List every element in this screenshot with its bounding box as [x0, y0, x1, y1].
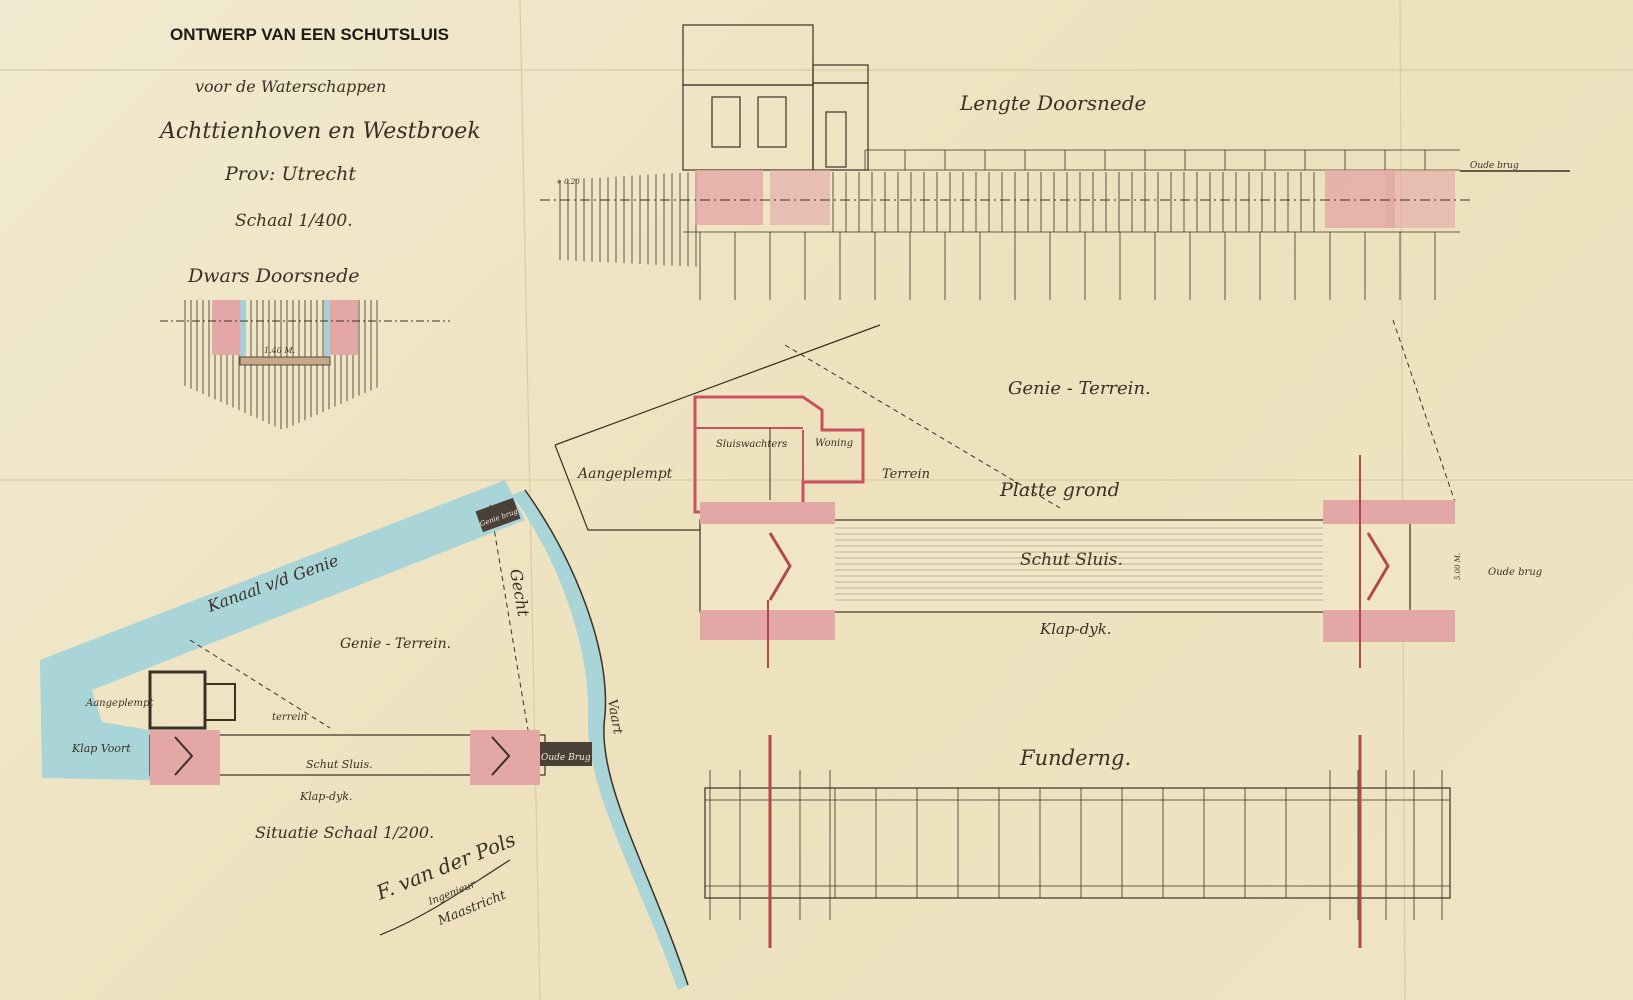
- situation-scale: Situatie Schaal 1/200.: [255, 823, 434, 842]
- subtitle-line2: Achttienhoven en Westbroek: [158, 119, 481, 144]
- left-wall: [212, 300, 240, 355]
- plan-lock-label: Schut Sluis.: [1020, 550, 1123, 570]
- right-post: [324, 300, 330, 360]
- title-block: ONTWERP VAN EEN SCHUTSLUIS voor de Water…: [158, 25, 481, 231]
- situation-old-bridge-label: Oude Brug: [541, 753, 591, 763]
- genie-canal: [40, 480, 525, 780]
- signature-flourish: [379, 859, 511, 936]
- upper-head-top: [700, 502, 835, 524]
- subtitle-line1: voor de Waterschappen: [195, 77, 386, 96]
- situation-house: [148, 670, 236, 730]
- foundation-outline: [704, 787, 1451, 899]
- situation-upper-gate: [174, 736, 194, 776]
- cross-width-label: 1.40 M.: [264, 346, 295, 355]
- longitudinal-section: Lengte Doorsnede + 0.20 Oude brug: [540, 24, 1570, 300]
- keeper-house-label-a: Sluiswachters: [716, 439, 787, 450]
- lower-mitre-gate: [1366, 532, 1390, 601]
- situation-plan: Kanaal v/d Genie Genie - Terrein. Aangep…: [40, 480, 689, 990]
- plan-dyke-label: Klap-dyk.: [1039, 620, 1112, 638]
- terrain-boundary-top: [554, 324, 881, 446]
- situation-upper-head: [150, 730, 220, 785]
- upper-head-masonry-2: [770, 170, 830, 225]
- situation-annexed: Aangeplempt: [85, 698, 154, 709]
- foundation-label: Funderng.: [1019, 746, 1131, 770]
- situation-stream: Gecht: [506, 567, 533, 618]
- situation-dyke-label: Klap-dyk.: [299, 790, 352, 803]
- plan-gate-width: 5.00 M.: [1454, 553, 1462, 580]
- situation-lower-head: [470, 730, 540, 785]
- situation-lock-label: Schut Sluis.: [306, 758, 373, 771]
- province: Prov: Utrecht: [224, 163, 356, 185]
- keeper-house-label-b: Woning: [815, 438, 853, 449]
- plan-view: Genie - Terrein. Aangeplempt Terrein Pla…: [554, 319, 1542, 668]
- cross-section-label: Dwars Doorsnede: [187, 265, 360, 287]
- lower-head-masonry: [1325, 170, 1395, 228]
- situation-genie-bridge: [475, 497, 521, 533]
- situation-dashed-1: [189, 639, 331, 729]
- lock-floor: [239, 356, 331, 366]
- old-bridge-elev-label: Oude brug: [1470, 161, 1519, 171]
- upper-head-masonry: [695, 170, 763, 225]
- plan-terrain: Terrein: [882, 467, 930, 482]
- signature: F. van der Pols Ingenieur Maastricht: [372, 827, 519, 936]
- lower-head-bottom: [1323, 610, 1455, 642]
- right-wall: [330, 300, 358, 355]
- stream-bank: [524, 489, 689, 986]
- scale-note: Schaal 1/400.: [235, 211, 353, 231]
- plan-annexed: Aangeplempt: [576, 466, 673, 482]
- lock-chamber-plan: [699, 519, 1411, 613]
- situation-lower-gate: [491, 736, 511, 776]
- long-section-label: Lengte Doorsnede: [959, 91, 1146, 115]
- upper-mitre-gate: [768, 532, 792, 601]
- left-post: [240, 300, 246, 360]
- foundation-plan: Funderng.: [704, 735, 1451, 948]
- keeper-house-elevation: [682, 24, 869, 171]
- plan-old-bridge: Oude brug: [1488, 567, 1542, 578]
- keeper-house-plan: Sluiswachters Woning: [693, 395, 865, 514]
- plan-genie-terrain: Genie - Terrein.: [1008, 378, 1151, 399]
- stream: [512, 490, 688, 990]
- lower-head-top: [1323, 500, 1455, 524]
- situation-genie-terrain: Genie - Terrein.: [340, 636, 451, 652]
- situation-terrain: terrein: [272, 712, 307, 723]
- long-level-label: + 0.20: [556, 178, 580, 186]
- situation-dashed-2: [489, 504, 529, 731]
- situation-vaart: Klap Voort: [71, 742, 131, 755]
- situation-old-bridge: [540, 742, 592, 766]
- cross-section: Dwars Doorsnede 1.40 M.: [160, 265, 450, 430]
- terrain-boundary-left: [554, 444, 700, 531]
- lower-head-masonry-2: [1385, 170, 1455, 228]
- situation-stream2: Vaart: [604, 698, 625, 736]
- drawing-title: ONTWERP VAN EEN SCHUTSLUIS: [170, 25, 449, 44]
- plan-label: Platte grond: [999, 479, 1120, 501]
